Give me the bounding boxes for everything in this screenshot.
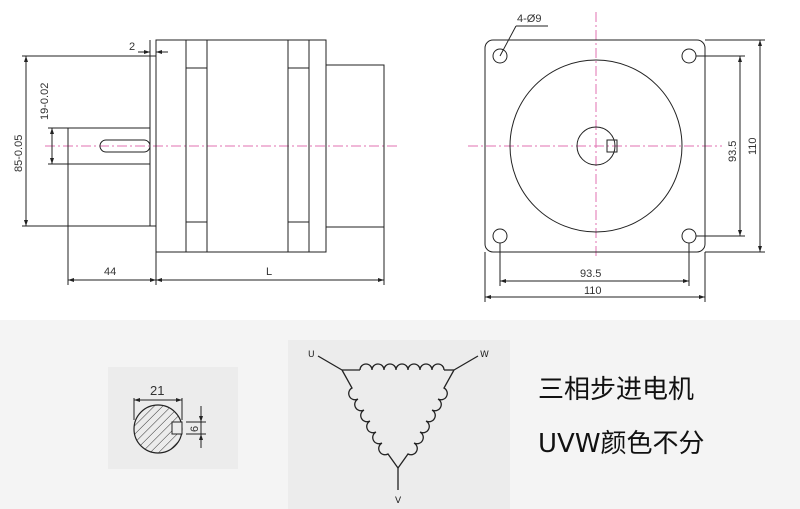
dim-shaft-diameter: 19-0.02 [39, 83, 51, 120]
terminal-u-label: U [308, 350, 315, 360]
dim-pilot-diameter: 85-0.05 [13, 135, 25, 172]
dim-shaft-flat: 21 [150, 383, 164, 398]
shaft-section [108, 367, 238, 469]
dim-flange-height: 110 [747, 137, 759, 155]
front-view [468, 12, 765, 302]
wiring-diagram [288, 340, 510, 509]
dim-mounting-holes: 4-Ø9 [517, 13, 541, 25]
caption-title: 三相步进电机 [538, 375, 694, 405]
dim-body-length: L [266, 266, 272, 278]
dim-hole-spacing-v: 93.5 [727, 141, 739, 162]
dim-flange-thickness: 2 [129, 41, 135, 53]
caption-color-note: UVW颜色不分 [538, 429, 705, 459]
dim-flange-width: 110 [584, 285, 602, 297]
dim-shaft-length: 44 [104, 266, 116, 278]
dim-hole-spacing-h: 93.5 [580, 268, 601, 280]
side-view-arrows [24, 50, 384, 282]
terminal-v-label: V [395, 496, 402, 506]
dim-shaft-key: 6 [189, 426, 201, 432]
terminal-w-label: W [480, 350, 489, 360]
front-view-arrows [485, 40, 762, 299]
side-view [22, 39, 400, 285]
